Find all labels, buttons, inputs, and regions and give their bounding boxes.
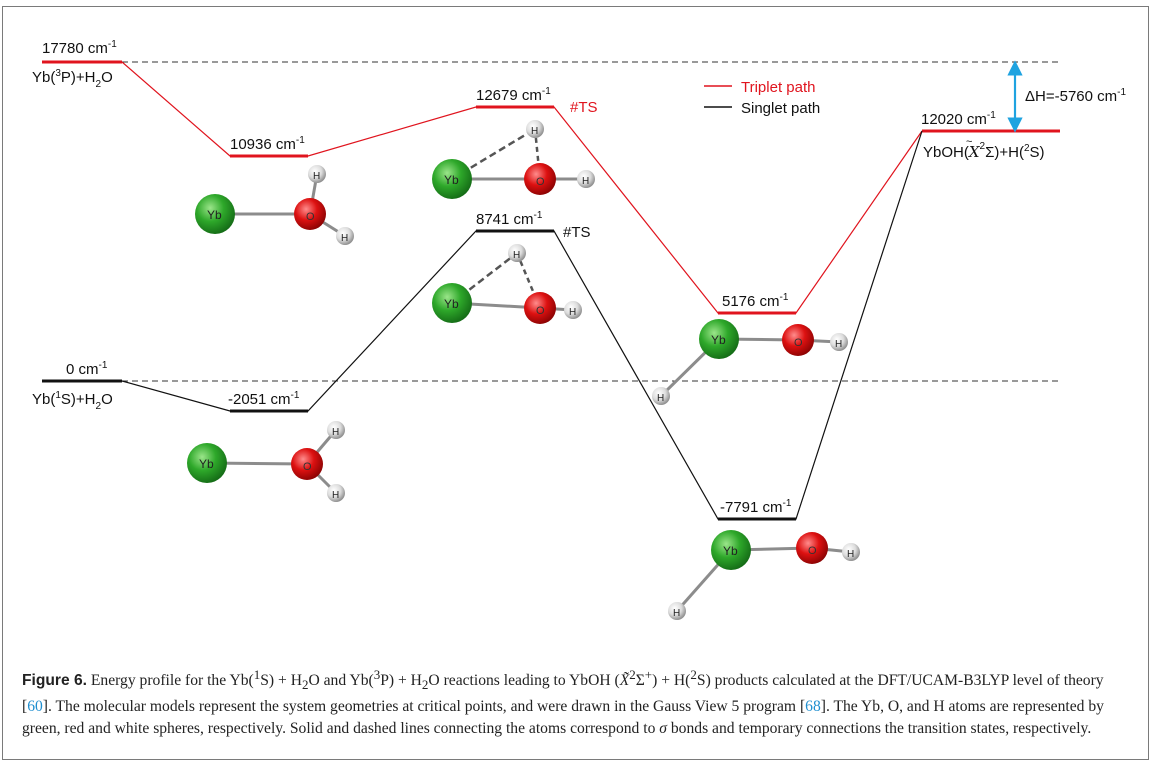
svg-text:O: O <box>536 176 545 188</box>
energy-label-singlet-intermediate: -7791 cm-1 <box>720 498 792 516</box>
svg-text:O: O <box>306 211 315 223</box>
energy-label-products: 12020 cm-1 <box>921 110 996 128</box>
svg-text:O: O <box>794 337 803 349</box>
svg-text:H: H <box>847 549 854 560</box>
energy-label-triplet-intermediate: 5176 cm-1 <box>722 292 789 310</box>
citation-link[interactable]: 68 <box>805 698 821 716</box>
figure-frame <box>2 6 1149 760</box>
svg-text:Yb: Yb <box>444 173 459 187</box>
atom-o <box>294 198 326 230</box>
species-label-singlet-reactant: Yb(1S)+H2O <box>32 390 113 412</box>
atom-h <box>308 165 326 183</box>
svg-text:O: O <box>808 545 817 557</box>
svg-text:H: H <box>332 490 339 501</box>
ts-marker-triplet: #TS <box>570 99 598 116</box>
molecule-triplet-ts: Yb O H H <box>432 120 595 199</box>
species-label-products: YbOH(X2Σ)+H(2S) <box>923 141 1045 161</box>
energy-label-triplet-ts: 12679 cm-1 <box>476 86 551 104</box>
tilde-mark: ~ <box>966 136 972 148</box>
atom-yb <box>195 194 235 234</box>
svg-text:H: H <box>531 126 538 137</box>
svg-text:H: H <box>341 233 348 244</box>
atom-h <box>336 227 354 245</box>
svg-text:H: H <box>657 393 664 404</box>
energy-label-singlet-complex: -2051 cm-1 <box>228 390 300 408</box>
molecule-triplet-intermediate: Yb O H H <box>652 319 848 405</box>
legend-singlet-label: Singlet path <box>741 100 820 117</box>
svg-text:H: H <box>332 427 339 438</box>
energy-label-triplet-reactant: 17780 cm-1 <box>42 39 117 57</box>
caption-label: Figure 6. <box>22 672 87 690</box>
citation-link[interactable]: 60 <box>27 698 43 716</box>
svg-text:H: H <box>513 250 520 261</box>
figure-caption: Figure 6. Energy profile for the Yb(1S) … <box>22 664 1132 740</box>
delta-h-label: ΔH=-5760 cm-1 <box>1025 87 1126 105</box>
energy-profile-diagram: Triplet path Singlet path 17780 cm-1 109… <box>32 39 1126 620</box>
energy-label-singlet-ts: 8741 cm-1 <box>476 210 543 228</box>
molecule-singlet-ts: Yb O H H <box>432 244 582 324</box>
legend-triplet-label: Triplet path <box>741 79 815 96</box>
svg-text:H: H <box>313 171 320 182</box>
molecule-singlet-intermediate: Yb O H H <box>668 530 860 620</box>
ts-marker-singlet: #TS <box>563 224 591 241</box>
svg-text:H: H <box>569 307 576 318</box>
svg-text:Yb: Yb <box>711 333 726 347</box>
caption-text-1: Energy profile for the Yb(1S) + H2O and … <box>22 667 1104 738</box>
energy-label-triplet-complex: 10936 cm-1 <box>230 135 305 153</box>
svg-text:O: O <box>303 461 312 473</box>
svg-text:Yb: Yb <box>207 208 222 222</box>
energy-label-singlet-reactant: 0 cm-1 <box>66 360 108 378</box>
svg-text:O: O <box>536 305 545 317</box>
svg-text:Yb: Yb <box>199 457 214 471</box>
molecule-triplet-complex: Yb O H H <box>195 165 354 245</box>
svg-text:H: H <box>835 339 842 350</box>
svg-text:Yb: Yb <box>723 544 738 558</box>
svg-text:H: H <box>582 176 589 187</box>
svg-text:H: H <box>673 608 680 619</box>
molecule-singlet-complex: Yb O H H <box>187 421 345 502</box>
species-label-triplet-reactant: Yb(3P)+H2O <box>32 68 113 90</box>
svg-text:Yb: Yb <box>444 297 459 311</box>
